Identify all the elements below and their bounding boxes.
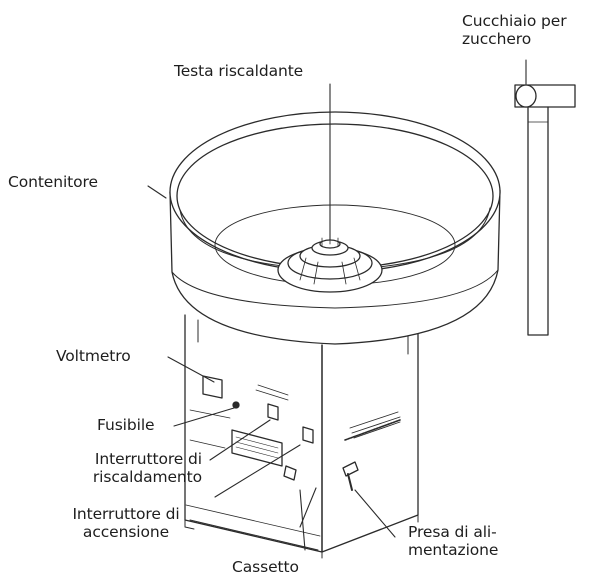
- label-heating-switch: Interruttore di riscaldamento: [92, 450, 202, 486]
- label-heating-head: Testa riscaldante: [174, 62, 304, 80]
- label-power-switch: Interruttore di accensione: [72, 505, 180, 541]
- sugar-spoon-drawing: [514, 84, 576, 336]
- base-box-drawing: [184, 314, 419, 559]
- label-drawer: Cassetto: [232, 558, 299, 576]
- label-power-socket: Presa di ali- mentazione: [408, 523, 499, 559]
- label-voltmeter: Voltmetro: [56, 347, 131, 365]
- bowl-drawing: [169, 111, 501, 345]
- label-fuse: Fusibile: [97, 416, 155, 434]
- label-sugar-spoon: Cucchiaio per zucchero: [462, 12, 567, 48]
- leader-lines: [147, 59, 527, 551]
- label-container: Contenitore: [8, 173, 98, 191]
